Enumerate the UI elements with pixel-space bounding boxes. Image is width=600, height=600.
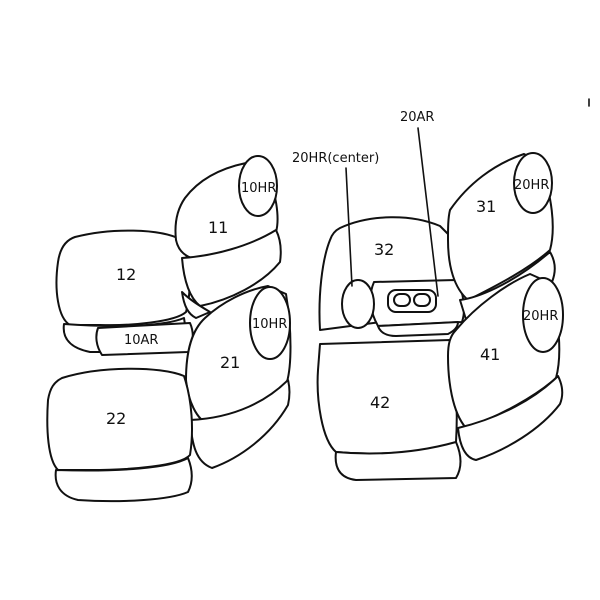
label-12: 12 <box>116 265 136 284</box>
armrest-base <box>377 321 459 337</box>
label-21: 21 <box>220 353 240 372</box>
label-32: 32 <box>374 240 394 259</box>
part-41-lower <box>457 375 564 461</box>
part-10hr-upper <box>238 155 278 217</box>
label-20ar: 20AR <box>400 110 434 125</box>
leader-20hr-center <box>345 167 353 287</box>
label-42: 42 <box>370 393 390 412</box>
leader-20ar <box>417 127 439 297</box>
label-20hr-right: 20HR <box>523 309 558 324</box>
part-21-lower <box>189 379 291 469</box>
cup-left <box>393 293 411 307</box>
label-10hr-upper: 10HR <box>241 181 276 196</box>
label-22: 22 <box>106 409 126 428</box>
part-20hr-top <box>513 152 553 214</box>
part-11-lower <box>181 229 282 307</box>
part-20hr-center <box>341 279 375 329</box>
label-41: 41 <box>480 345 500 364</box>
label-10ar: 10AR <box>124 333 158 348</box>
part-42-lower <box>334 441 462 481</box>
part-22-lower <box>54 457 193 503</box>
part-12 <box>55 229 191 327</box>
label-20hr-top: 20HR <box>514 178 549 193</box>
part-20hr-right <box>522 277 564 353</box>
label-31: 31 <box>476 197 496 216</box>
cup-right <box>413 293 431 307</box>
label-10hr-lower: 10HR <box>252 317 287 332</box>
part-11-side <box>181 291 211 319</box>
label-20hr-center: 20HR(center) <box>292 151 379 166</box>
label-11: 11 <box>208 218 228 237</box>
part-10hr-lower <box>249 286 291 360</box>
